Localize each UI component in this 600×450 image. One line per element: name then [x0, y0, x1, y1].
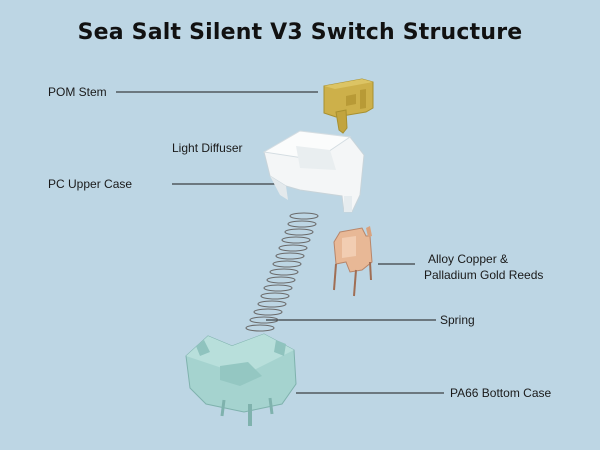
label-spring: Spring — [440, 313, 475, 327]
leader-lines — [116, 91, 444, 394]
reeds-part — [333, 226, 373, 297]
pom-stem-part — [323, 78, 374, 134]
label-pc-upper-case: PC Upper Case — [48, 177, 133, 191]
label-reeds-line-1: Alloy Copper & — [428, 252, 509, 266]
label-bottom-case: PA66 Bottom Case — [450, 386, 552, 400]
diagram-title: Sea Salt Silent V3 Switch Structure — [77, 20, 523, 45]
label-reeds-line-2: Palladium Gold Reeds — [424, 268, 544, 282]
pa66-bottom-case-part — [185, 333, 297, 426]
spring-part — [245, 212, 319, 332]
pc-upper-case-part — [262, 130, 365, 213]
label-pom-stem: POM Stem — [48, 85, 107, 99]
label-light-diffuser: Light Diffuser — [172, 141, 243, 155]
label-reeds: Alloy Copper & Palladium Gold Reeds — [424, 251, 543, 283]
